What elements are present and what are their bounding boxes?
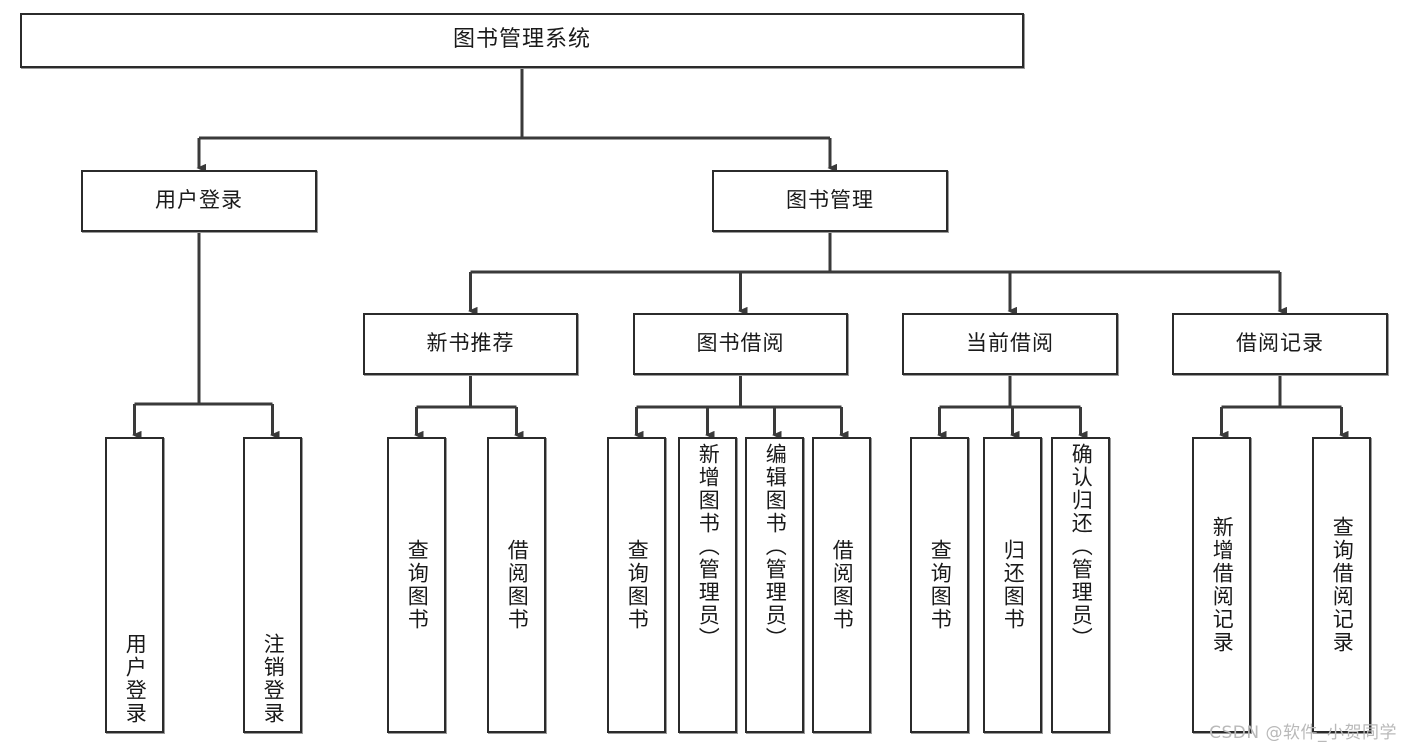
- node-label: 图书管理: [786, 188, 874, 213]
- node-level3-1[interactable]: 图书借阅: [633, 313, 848, 375]
- node-leaf-6[interactable]: 编辑图书（管理员）: [745, 437, 804, 733]
- node-label: 编辑图书（管理员）: [763, 443, 788, 650]
- node-leaf-1[interactable]: 注销登录: [243, 437, 302, 733]
- node-leaf-4[interactable]: 查询图书: [607, 437, 666, 733]
- node-leaf-0[interactable]: 用户登录: [105, 437, 164, 733]
- node-label: 新增图书（管理员）: [696, 443, 721, 650]
- node-label: 确认归还（管理员）: [1069, 443, 1094, 650]
- node-label: 查询图书: [405, 539, 430, 631]
- node-leaf-7[interactable]: 借阅图书: [812, 437, 871, 733]
- node-level3-3[interactable]: 借阅记录: [1172, 313, 1388, 375]
- node-label: 用户登录: [155, 188, 243, 213]
- node-leaf-9[interactable]: 归还图书: [983, 437, 1042, 733]
- node-leaf-10[interactable]: 确认归还（管理员）: [1051, 437, 1110, 733]
- node-label: 借阅图书: [505, 539, 530, 631]
- node-label: 归还图书: [1001, 539, 1026, 631]
- node-label: 图书管理系统: [452, 27, 591, 53]
- node-label: 用户登录: [123, 633, 148, 725]
- node-label: 查询图书: [928, 539, 953, 631]
- node-level3-0[interactable]: 新书推荐: [363, 313, 578, 375]
- node-label: 新增借阅记录: [1210, 516, 1235, 654]
- node-leaf-12[interactable]: 查询借阅记录: [1312, 437, 1371, 733]
- node-label: 注销登录: [261, 633, 286, 725]
- node-label: 新书推荐: [426, 331, 515, 356]
- node-root[interactable]: 图书管理系统: [20, 13, 1024, 68]
- node-label: 借阅图书: [830, 539, 855, 631]
- node-leaf-8[interactable]: 查询图书: [910, 437, 969, 733]
- node-leaf-11[interactable]: 新增借阅记录: [1192, 437, 1251, 733]
- node-leaf-5[interactable]: 新增图书（管理员）: [678, 437, 737, 733]
- node-label: 图书借阅: [696, 331, 785, 356]
- node-leaf-3[interactable]: 借阅图书: [487, 437, 546, 733]
- node-level2-0[interactable]: 用户登录: [81, 170, 317, 232]
- node-label: 当前借阅: [966, 331, 1054, 356]
- node-label: 查询图书: [625, 539, 650, 631]
- node-leaf-2[interactable]: 查询图书: [387, 437, 446, 733]
- node-level3-2[interactable]: 当前借阅: [902, 313, 1118, 375]
- node-label: 借阅记录: [1236, 331, 1324, 356]
- node-label: 查询借阅记录: [1330, 516, 1355, 654]
- node-level2-1[interactable]: 图书管理: [712, 170, 948, 232]
